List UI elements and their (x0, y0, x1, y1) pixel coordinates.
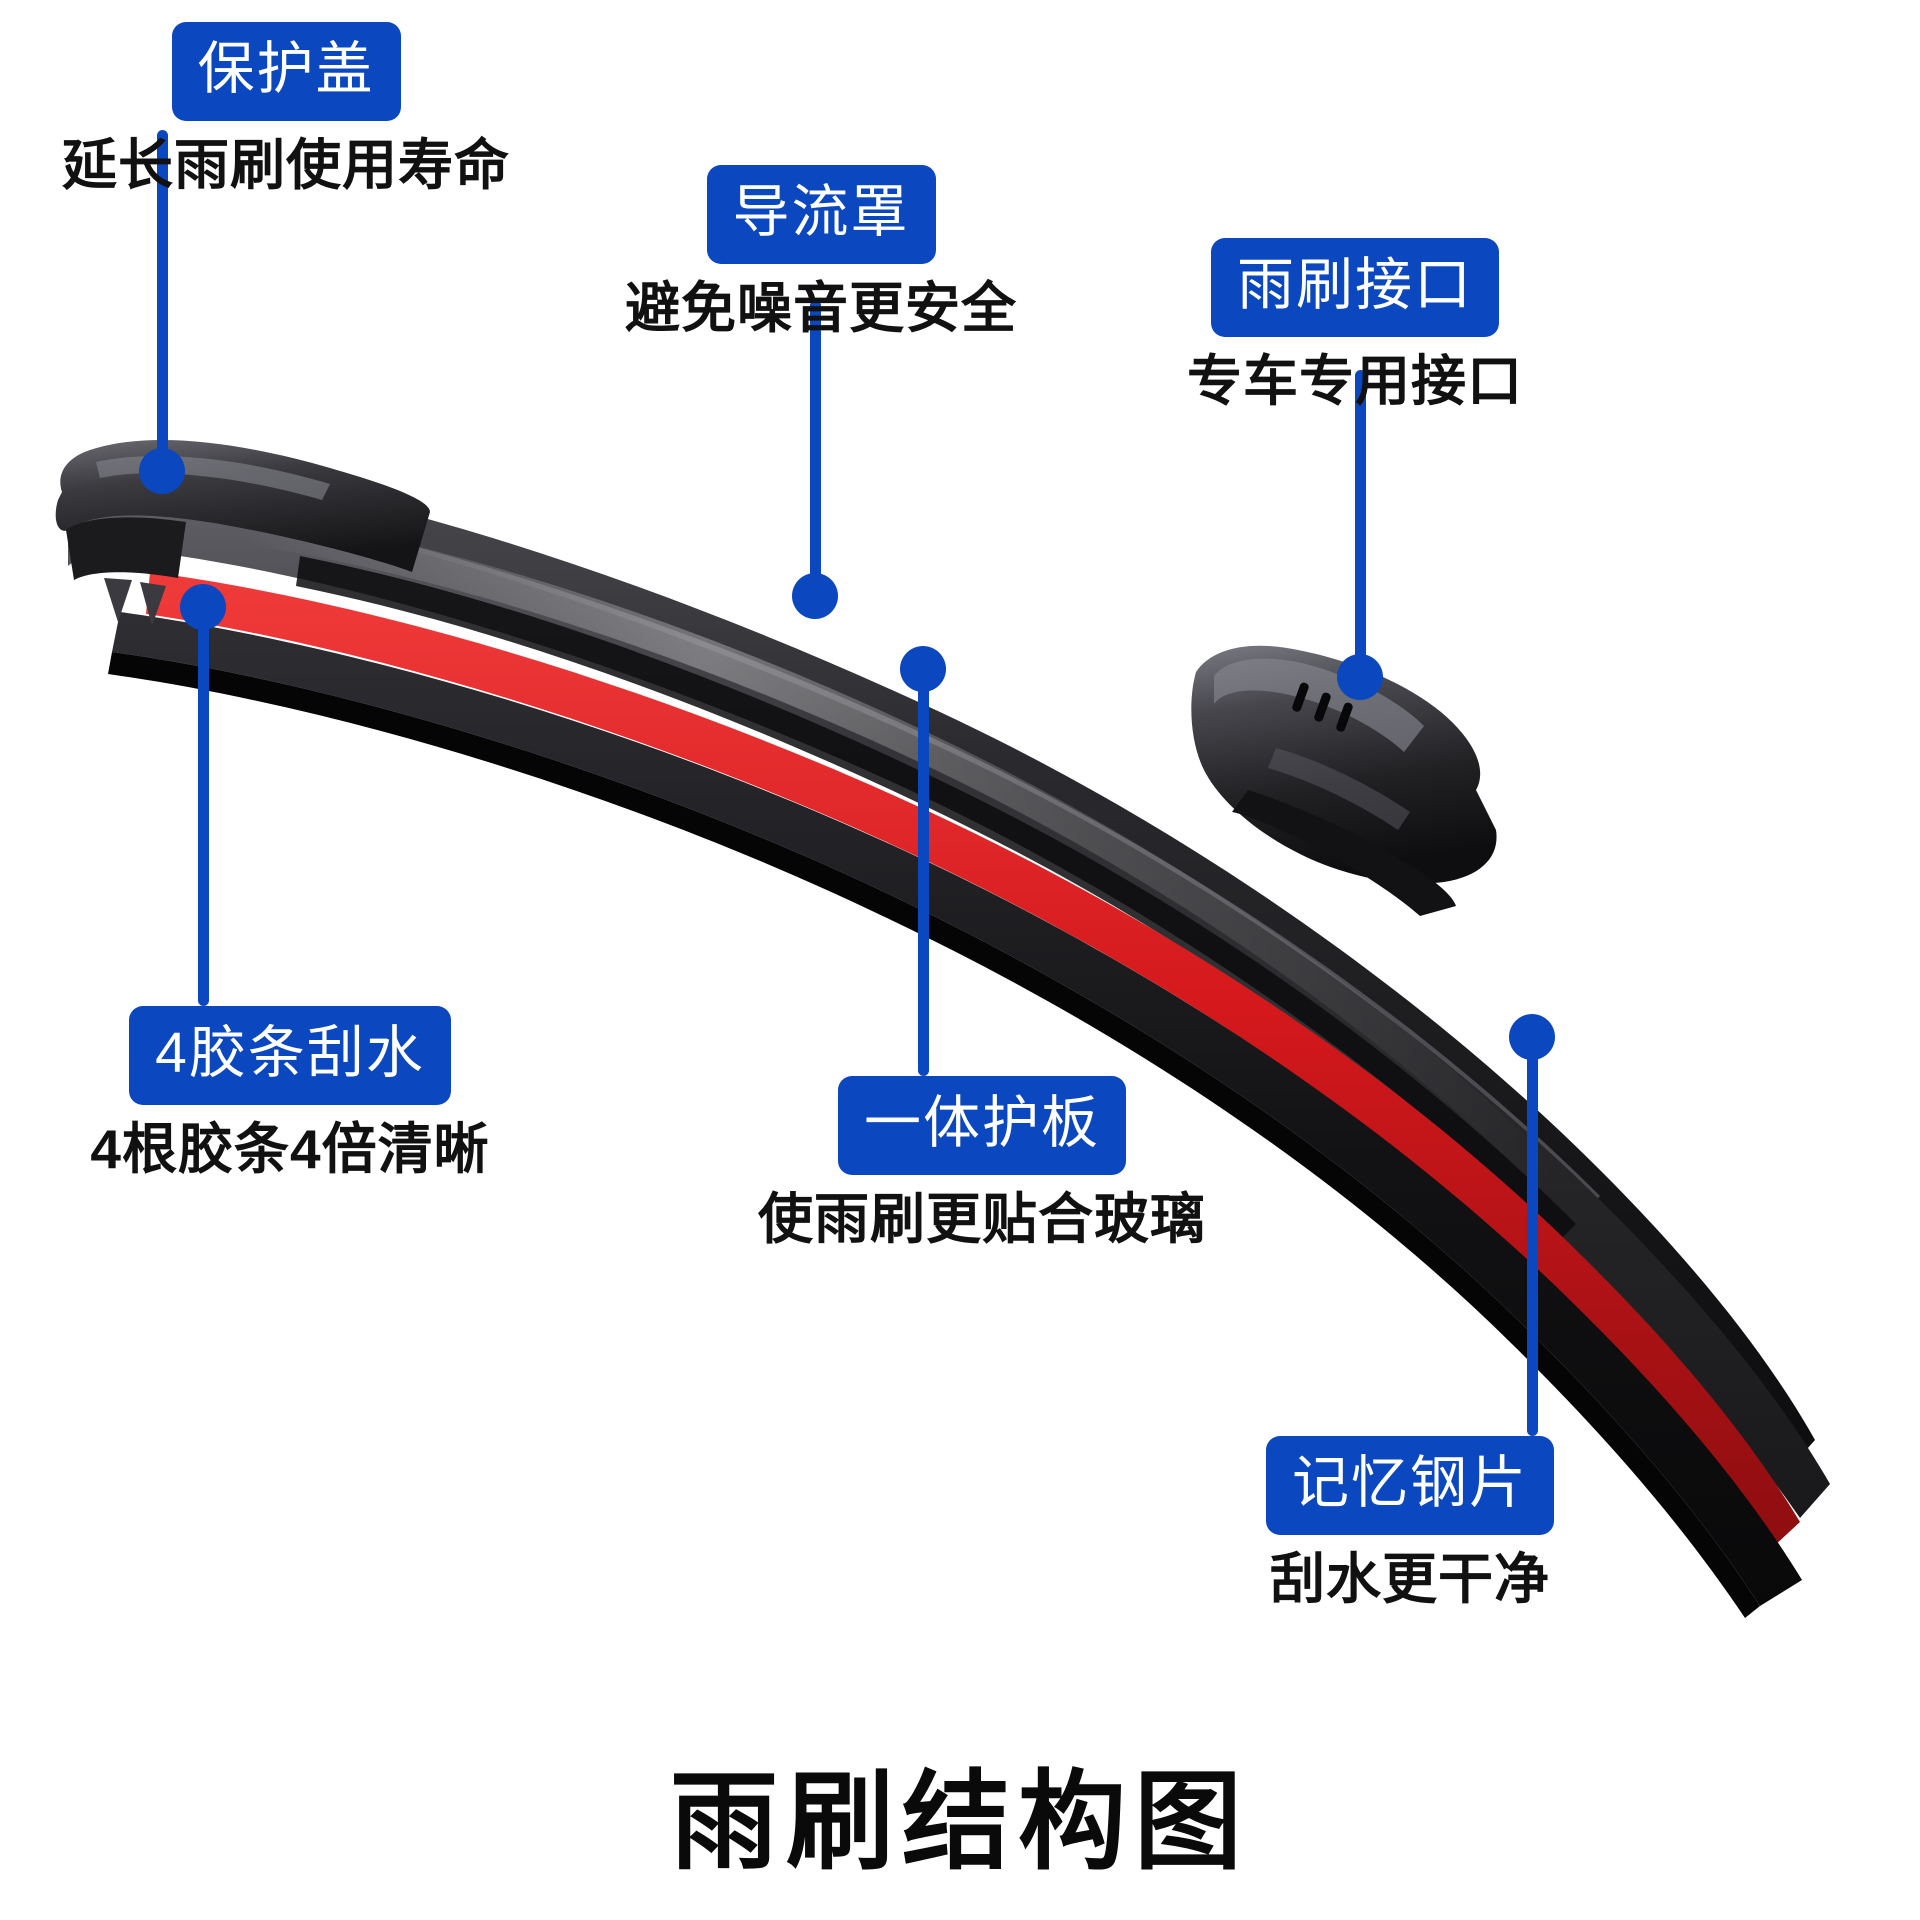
page-title: 雨刷结构图 (669, 1761, 1250, 1882)
leader-line-air-deflector (810, 300, 821, 590)
leader-dot-protective-cover (139, 448, 185, 494)
callout-integrated-guard-plate: 一体护板 使雨刷更贴合玻璃 (662, 1076, 1302, 1247)
callout-air-deflector: 导流罩 避免噪音更安全 (566, 165, 1076, 336)
callout-badge-air-deflector[interactable]: 导流罩 (706, 165, 936, 264)
callout-subtitle-protective-cover: 延长雨刷使用寿命 (61, 134, 510, 196)
leader-line-integrated-guard-plate (918, 668, 929, 1076)
leader-dot-air-deflector (792, 573, 838, 619)
callout-subtitle-integrated-guard-plate: 使雨刷更贴合玻璃 (757, 1188, 1206, 1250)
leader-line-wiper-connector (1355, 370, 1366, 670)
leader-dot-wiper-connector (1337, 654, 1383, 700)
callout-wiper-connector: 雨刷接口 专车专用接口 (1140, 238, 1570, 409)
callout-badge-wiper-connector[interactable]: 雨刷接口 (1211, 238, 1499, 337)
callout-subtitle-wiper-connector: 专车专用接口 (1186, 350, 1523, 412)
callout-badge-memory-steel-strip[interactable]: 记忆钢片 (1266, 1436, 1554, 1535)
callout-subtitle-air-deflector: 避免噪音更安全 (624, 277, 1017, 339)
leader-line-protective-cover (157, 130, 168, 460)
leader-line-memory-steel-strip (1527, 1036, 1538, 1436)
leader-line-four-rubber-strips (198, 606, 209, 1006)
callout-badge-four-rubber-strips[interactable]: 4胶条刮水 (129, 1006, 451, 1105)
callout-badge-integrated-guard-plate[interactable]: 一体护板 (838, 1076, 1126, 1175)
callout-subtitle-memory-steel-strip: 刮水更干净 (1269, 1548, 1550, 1610)
callout-subtitle-four-rubber-strips: 4根胶条4倍清晰 (90, 1118, 490, 1180)
callout-protective-cover: 保护盖 延长雨刷使用寿命 (16, 22, 556, 193)
callout-four-rubber-strips: 4胶条刮水 4根胶条4倍清晰 (0, 1006, 580, 1177)
callout-badge-protective-cover[interactable]: 保护盖 (171, 22, 401, 121)
callout-memory-steel-strip: 记忆钢片 刮水更干净 (1190, 1436, 1630, 1607)
